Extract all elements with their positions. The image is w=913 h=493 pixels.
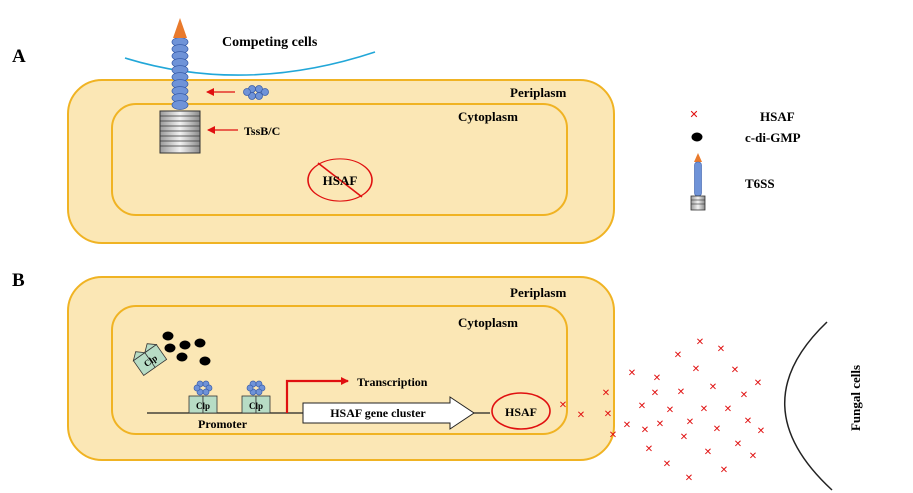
svg-text:✕: ✕ (577, 410, 585, 421)
free-clp-dimer: Clp (132, 343, 168, 376)
svg-text:✕: ✕ (744, 416, 752, 427)
legend-cdigmp-label: c-di-GMP (745, 130, 801, 145)
transcription-arrow (285, 377, 349, 413)
periplasm-b-label: Periplasm (510, 285, 566, 300)
panel-b-letter: B (12, 270, 25, 291)
svg-text:✕: ✕ (724, 404, 732, 415)
gene-cluster-arrow (302, 396, 475, 430)
bound-clp-1-label: Clp (196, 401, 210, 411)
cell-a-inner-membrane (111, 103, 568, 216)
legend-t6ss-label: T6SS (745, 176, 775, 191)
tube-subunit-ring (243, 85, 269, 100)
svg-text:✕: ✕ (651, 388, 659, 399)
fungal-cell-membrane (784, 321, 833, 491)
cdigmp-molecules (162, 331, 211, 366)
legend-hsaf-icon: ✕ (689, 109, 698, 121)
svg-text:✕: ✕ (602, 388, 610, 399)
svg-text:✕: ✕ (653, 373, 661, 384)
fungal-cells-label: Fungal cells (848, 365, 863, 431)
legend-cdigmp-icon (691, 132, 703, 142)
transcription-label: Transcription (357, 375, 428, 389)
legend-t6ss-icon (690, 153, 706, 211)
promoter-label: Promoter (198, 417, 248, 431)
hsaf-blocked-label: HSAF (323, 173, 358, 188)
competing-cell-membrane (124, 51, 376, 76)
svg-text:✕: ✕ (645, 444, 653, 455)
svg-text:✕: ✕ (680, 432, 688, 443)
svg-text:✕: ✕ (757, 426, 765, 437)
svg-text:✕: ✕ (604, 409, 612, 420)
svg-text:✕: ✕ (623, 420, 631, 431)
legend-hsaf-label: HSAF (760, 109, 795, 124)
svg-text:✕: ✕ (740, 390, 748, 401)
svg-text:✕: ✕ (709, 382, 717, 393)
svg-text:✕: ✕ (656, 419, 664, 430)
svg-text:✕: ✕ (559, 400, 567, 411)
svg-text:✕: ✕ (720, 465, 728, 476)
svg-text:✕: ✕ (700, 404, 708, 415)
bound-clp-2: Clp (241, 380, 271, 414)
tssbc-label: TssB/C (244, 124, 280, 138)
panel-a-letter: A (12, 46, 26, 67)
svg-text:✕: ✕ (686, 417, 694, 428)
svg-text:✕: ✕ (609, 430, 617, 441)
svg-text:✕: ✕ (641, 425, 649, 436)
svg-text:✕: ✕ (749, 451, 757, 462)
svg-text:✕: ✕ (638, 401, 646, 412)
svg-text:✕: ✕ (713, 424, 721, 435)
hsaf-product-circle (491, 392, 551, 430)
svg-text:✕: ✕ (685, 473, 693, 484)
svg-text:✕: ✕ (663, 459, 671, 470)
hsaf-blocked-symbol: HSAF (307, 158, 373, 202)
svg-text:✕: ✕ (696, 337, 704, 348)
svg-text:✕: ✕ (704, 447, 712, 458)
svg-text:✕: ✕ (717, 344, 725, 355)
secreted-hsaf-molecules: ✕✕✕ ✕✕✕ ✕✕✕ ✕✕✕ ✕✕✕ ✕✕✕ ✕✕✕ ✕✕✕ ✕✕✕ ✕✕✕ … (559, 337, 765, 484)
bound-clp-2-label: Clp (249, 401, 263, 411)
svg-text:✕: ✕ (754, 378, 762, 389)
gene-cluster-label: HSAF gene cluster (330, 406, 426, 420)
svg-text:✕: ✕ (692, 364, 700, 375)
cytoplasm-a-label: Cytoplasm (458, 109, 518, 124)
tssbc-baseplate (159, 110, 201, 154)
svg-text:✕: ✕ (677, 387, 685, 398)
competing-cells-label: Competing cells (222, 35, 318, 50)
legend: ✕ HSAF c-di-GMP T6SS (689, 109, 801, 211)
bound-clp-1: Clp (188, 380, 218, 414)
svg-text:✕: ✕ (628, 368, 636, 379)
svg-text:✕: ✕ (734, 439, 742, 450)
hsaf-product-label: HSAF (505, 405, 537, 419)
t6ss-spike-tip (173, 18, 187, 38)
svg-text:✕: ✕ (674, 350, 682, 361)
periplasm-a-label: Periplasm (510, 85, 566, 100)
t6ss-tube (171, 37, 189, 110)
svg-text:✕: ✕ (731, 365, 739, 376)
cytoplasm-b-label: Cytoplasm (458, 315, 518, 330)
svg-text:✕: ✕ (666, 405, 674, 416)
